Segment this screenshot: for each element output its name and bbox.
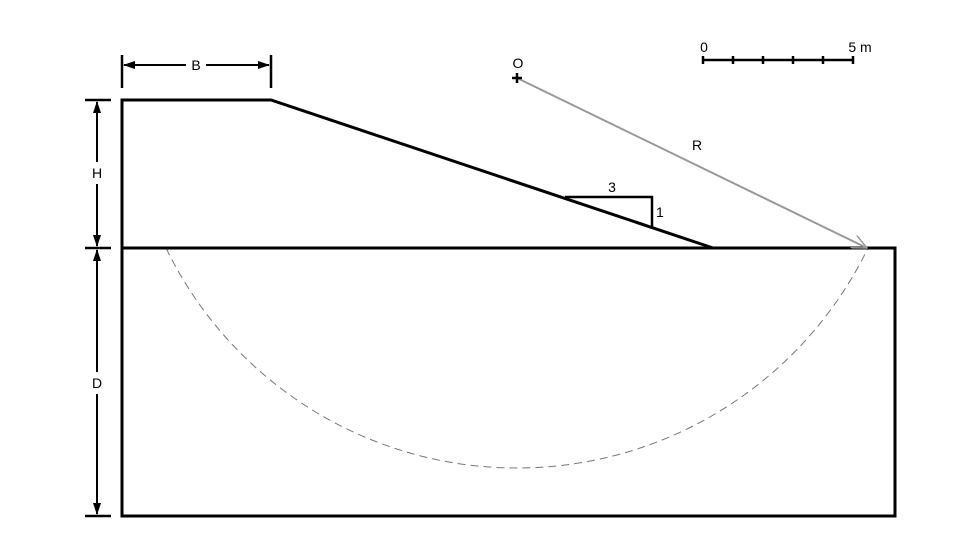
slope-run-label: 3 <box>608 179 616 195</box>
radius-label: R <box>692 137 702 153</box>
d-label: D <box>92 375 102 391</box>
slope-ratio-triangle <box>565 195 654 227</box>
h-label: H <box>92 165 102 181</box>
radius-arrow <box>516 77 867 249</box>
b-label: B <box>191 57 200 73</box>
slip-circle <box>165 247 869 469</box>
scale-bar <box>701 56 855 64</box>
center-label: O <box>513 55 524 71</box>
scale-bar-start-label: 0 <box>700 39 708 55</box>
center-cross-icon <box>512 73 522 83</box>
scale-bar-end-label: 5 m <box>848 39 871 55</box>
slope-rise-label: 1 <box>656 204 664 220</box>
foundation-layer <box>120 246 897 518</box>
embankment-outline <box>120 98 714 250</box>
